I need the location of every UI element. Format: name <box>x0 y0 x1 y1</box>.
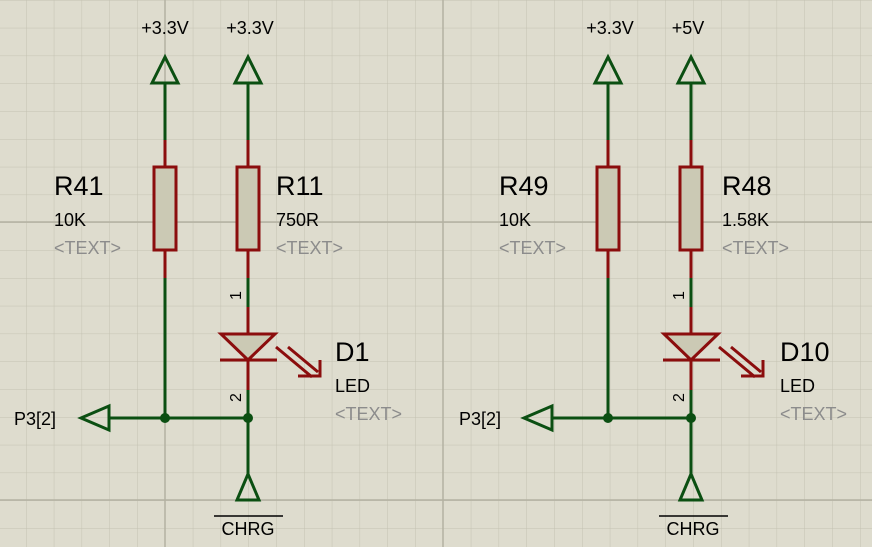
component-ref: D1 <box>335 337 370 367</box>
terminal-label: CHRG <box>667 519 720 539</box>
terminal-arrow-icon <box>234 470 262 502</box>
wire <box>553 278 693 474</box>
led-d10[interactable] <box>660 307 765 390</box>
component-text: <TEXT> <box>780 404 847 424</box>
component-value: 1.58K <box>722 210 769 230</box>
port-arrow-icon <box>520 403 554 433</box>
port-p3-2[interactable]: P3[2] <box>14 403 111 433</box>
component-text: <TEXT> <box>54 238 121 258</box>
wire <box>163 83 250 140</box>
pin-number: 1 <box>671 291 688 300</box>
power-label: +5V <box>672 18 705 38</box>
component-ref: R48 <box>722 171 772 201</box>
wire <box>110 278 250 474</box>
light-emission-arrow-icon <box>275 345 319 379</box>
component-value: LED <box>780 376 815 396</box>
power-label: +3.3V <box>226 18 274 38</box>
pin-number: 2 <box>228 393 245 402</box>
component-value: 10K <box>499 210 531 230</box>
light-emission-arrow-icon <box>718 345 762 379</box>
terminal-arrow-icon <box>677 470 705 502</box>
port-label: P3[2] <box>459 409 501 429</box>
port-arrow-icon <box>77 403 111 433</box>
resistor-r49[interactable] <box>595 140 621 278</box>
component-text: <TEXT> <box>335 404 402 424</box>
component-ref: R49 <box>499 171 549 201</box>
wire <box>606 83 693 140</box>
junction-dot <box>603 413 613 423</box>
component-text: <TEXT> <box>276 238 343 258</box>
port-label: P3[2] <box>14 409 56 429</box>
component-text: <TEXT> <box>499 238 566 258</box>
led-d1[interactable] <box>217 307 322 390</box>
junction-dot <box>686 413 696 423</box>
component-ref: R41 <box>54 171 104 201</box>
component-value: LED <box>335 376 370 396</box>
terminal-label: CHRG <box>222 519 275 539</box>
junction-dot <box>243 413 253 423</box>
resistor-r41[interactable] <box>152 140 178 278</box>
component-text: <TEXT> <box>722 238 789 258</box>
power-label: +3.3V <box>141 18 189 38</box>
pin-number: 1 <box>228 291 245 300</box>
resistor-r48[interactable] <box>678 140 704 278</box>
component-value: 750R <box>276 210 319 230</box>
pin-number: 2 <box>671 393 688 402</box>
power-label: +3.3V <box>586 18 634 38</box>
component-value: 10K <box>54 210 86 230</box>
terminal-chrg[interactable]: CHRG <box>659 470 728 539</box>
terminal-chrg[interactable]: CHRG <box>214 470 283 539</box>
port-p3-2[interactable]: P3[2] <box>459 403 554 433</box>
component-ref: R11 <box>276 171 324 201</box>
circuit-right: +3.3V +5V R49 10K <TEXT> R48 1.58K <TEXT… <box>459 18 847 539</box>
circuit-left: +3.3V +3.3V R41 10K <TEXT> R11 750R <TEX… <box>14 18 402 539</box>
component-ref: D10 <box>780 337 830 367</box>
junction-dot <box>160 413 170 423</box>
resistor-r11[interactable] <box>235 140 261 278</box>
